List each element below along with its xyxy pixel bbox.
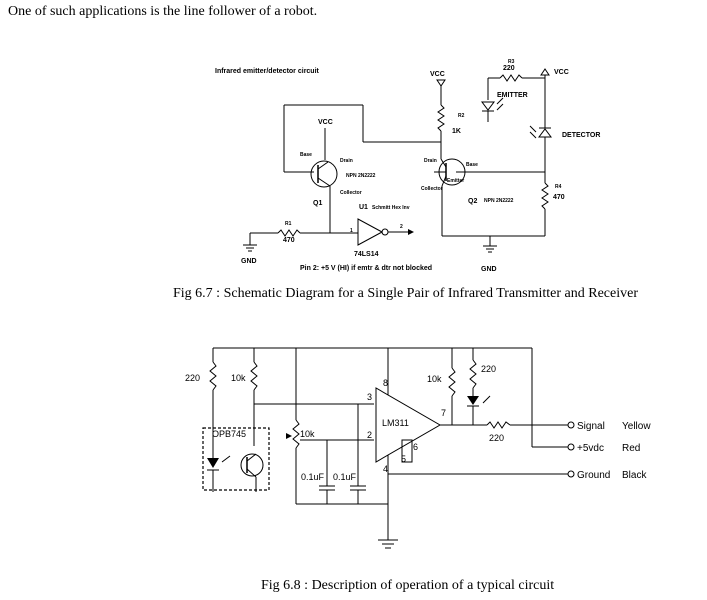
opb745-label: OPB745	[212, 429, 246, 439]
r-10k-left	[250, 361, 258, 391]
r2-label: R2	[458, 113, 465, 119]
cap2-label: 0.1uF	[333, 472, 357, 482]
q1-collector-leg	[317, 161, 329, 170]
u1-inverter	[357, 218, 384, 246]
r1-resistor	[277, 229, 301, 237]
pin2-label: 2	[367, 430, 372, 440]
output-arrow	[408, 229, 414, 235]
emitter-label: EMITTER	[497, 92, 528, 99]
ground-label: Ground	[577, 470, 610, 481]
pin5-6-box	[401, 439, 413, 463]
r4-resistor	[541, 182, 549, 210]
pin1-label: 1	[350, 228, 353, 234]
detector-ray	[529, 131, 537, 139]
fig68-caption: Fig 6.8 : Description of operation of a …	[261, 578, 555, 593]
power-color-label: Red	[622, 443, 640, 454]
q2-base-label: Base	[466, 162, 478, 168]
vcc-center-arrow	[436, 79, 446, 87]
q2-type-label: NPN 2N2222	[484, 198, 514, 204]
pin3-label: 3	[367, 392, 372, 402]
ground-color-label: Black	[622, 470, 647, 481]
opb745-sensor-box	[202, 427, 270, 491]
q2-label: Q2	[468, 198, 477, 205]
pin6-label: 6	[413, 442, 418, 452]
signal-color-label: Yellow	[622, 421, 651, 432]
q2-collector-label: Collector	[421, 186, 443, 192]
pin8-label: 8	[383, 378, 388, 388]
r-220-top	[469, 359, 477, 389]
r-220-left-label: 220	[185, 373, 200, 383]
r2-resistor	[437, 104, 445, 132]
r-10k-left-label: 10k	[231, 373, 246, 383]
r-10k-right	[448, 367, 456, 397]
pin7-label: 7	[441, 408, 446, 418]
q1-drain-label: Drain	[340, 158, 353, 164]
vcc-right-label: VCC	[554, 69, 569, 76]
r-10k-pot	[292, 419, 300, 449]
power-terminal	[567, 443, 575, 451]
r4-label: R4	[555, 184, 562, 190]
detector-label: DETECTOR	[562, 132, 600, 139]
pin5-label: 5	[401, 454, 406, 464]
r1-label: R1	[285, 221, 292, 227]
signal-label: Signal	[577, 421, 605, 432]
q2-drain-label: Drain	[424, 158, 437, 164]
r-220-out	[486, 421, 511, 429]
r-220-left	[209, 361, 217, 391]
emitter-ray	[496, 103, 504, 111]
q1-type-label: NPN 2N2222	[346, 173, 376, 179]
detector-ray	[529, 125, 537, 133]
cap1-label: 0.1uF	[301, 472, 325, 482]
q1-collector-label: Collector	[340, 190, 362, 196]
u1-desc-label: Schmitt Hex Inv	[372, 205, 410, 211]
opb745-ray	[221, 455, 231, 463]
phototransistor-leg	[246, 453, 257, 462]
fig67-title: Infrared emitter/detector circuit	[215, 68, 320, 75]
led-icon	[467, 396, 479, 405]
pin2-label: 2	[400, 224, 403, 230]
opb745-led-icon	[207, 458, 219, 468]
emitter-ray	[496, 97, 504, 105]
phototransistor-leg	[246, 468, 257, 478]
q2-collector-leg	[440, 158, 447, 168]
r-10k-right-label: 10k	[427, 374, 442, 384]
power-label: +5vdc	[577, 443, 604, 454]
r1-value: 470	[283, 237, 295, 244]
ic-74ls14-label: 74LS14	[354, 251, 379, 258]
q1-base-label: Base	[300, 152, 312, 158]
lm311-comparator	[375, 387, 441, 463]
intro-text: One of such applications is the line fol…	[8, 4, 318, 19]
r-220-top-label: 220	[481, 364, 496, 374]
q2-emitter-leg	[441, 175, 447, 187]
gnd-left-label: GND	[241, 258, 257, 265]
opb745-phototransistor	[240, 453, 264, 477]
led-ray	[482, 395, 491, 404]
gnd-right-label: GND	[481, 266, 497, 273]
lm311-label: LM311	[382, 418, 409, 428]
fig67-caption: Fig 6.7 : Schematic Diagram for a Single…	[173, 286, 638, 301]
vcc-center-label: VCC	[430, 71, 445, 78]
u1-label: U1	[359, 204, 368, 211]
q1-transistor	[310, 160, 338, 188]
q1-label: Q1	[313, 200, 322, 207]
r-10k-pot-label: 10k	[300, 429, 315, 439]
vcc-q1-label: VCC	[318, 119, 333, 126]
pot-wiper-arrow	[286, 433, 292, 439]
r3-value: 220	[503, 65, 515, 72]
r2-value: 1K	[452, 128, 461, 135]
r4-value: 470	[553, 194, 565, 201]
signal-terminal	[567, 421, 575, 429]
r-220-out-label: 220	[489, 433, 504, 443]
r3-label: R3	[508, 59, 515, 65]
q2-emitter-label: Emitter	[447, 178, 464, 184]
emitter-led	[481, 101, 495, 111]
pin-note: Pin 2: +5 V (HI) if emtr & dtr not block…	[300, 265, 432, 272]
ground-terminal	[567, 470, 575, 478]
pin4-label: 4	[383, 464, 388, 474]
r3-resistor	[499, 74, 523, 82]
q1-emitter-leg	[317, 177, 331, 187]
